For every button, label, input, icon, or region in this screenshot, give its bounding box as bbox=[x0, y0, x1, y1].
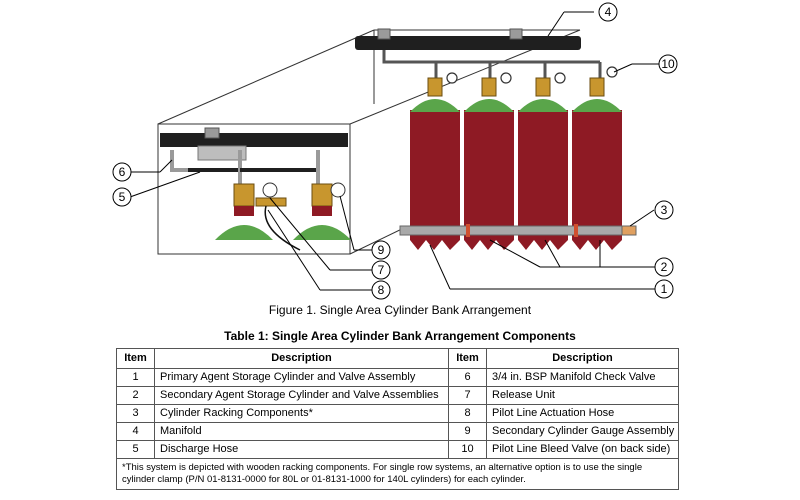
table-row: 2 Secondary Agent Storage Cylinder and V… bbox=[116, 386, 679, 405]
item-number: 7 bbox=[448, 386, 487, 405]
table-row: 4 Manifold 9 Secondary Cylinder Gauge As… bbox=[116, 422, 679, 441]
svg-text:7: 7 bbox=[378, 263, 385, 277]
gauges bbox=[446, 66, 618, 84]
header-item: Item bbox=[448, 348, 487, 369]
item-number: 4 bbox=[116, 422, 155, 441]
header-description: Description bbox=[154, 348, 449, 369]
item-description: Discharge Hose bbox=[154, 440, 449, 459]
table-header-row: Item Description Item Description bbox=[116, 348, 679, 369]
cylinder-2 bbox=[464, 77, 514, 250]
item-number: 2 bbox=[116, 386, 155, 405]
table-row: 5 Discharge Hose 10 Pilot Line Bleed Val… bbox=[116, 440, 679, 459]
item-number: 5 bbox=[116, 440, 155, 459]
cylinder-4 bbox=[572, 77, 622, 250]
svg-text:5: 5 bbox=[119, 190, 126, 204]
table-footnote: *This system is depicted with wooden rac… bbox=[116, 458, 679, 490]
callout-7: 7 bbox=[371, 260, 391, 280]
leader-lines bbox=[129, 11, 660, 291]
item-number: 1 bbox=[116, 368, 155, 387]
item-number: 9 bbox=[448, 422, 487, 441]
svg-text:1: 1 bbox=[661, 282, 668, 296]
components-table: Item Description Item Description 1 Prim… bbox=[116, 348, 679, 490]
item-description: Primary Agent Storage Cylinder and Valve… bbox=[154, 368, 449, 387]
table-footnote-row: *This system is depicted with wooden rac… bbox=[116, 458, 679, 490]
item-description: Manifold bbox=[154, 422, 449, 441]
table-row: 3 Cylinder Racking Components* 8 Pilot L… bbox=[116, 404, 679, 423]
inset-manifold bbox=[160, 127, 348, 161]
item-description: 3/4 in. BSP Manifold Check Valve bbox=[486, 368, 679, 387]
svg-text:8: 8 bbox=[378, 283, 385, 297]
item-description: Secondary Agent Storage Cylinder and Val… bbox=[154, 386, 449, 405]
item-description: Secondary Cylinder Gauge Assembly bbox=[486, 422, 679, 441]
discharge-hoses bbox=[382, 50, 602, 78]
svg-text:9: 9 bbox=[378, 243, 385, 257]
callout-8: 8 bbox=[371, 280, 391, 300]
cylinder-3 bbox=[518, 77, 568, 250]
item-number: 10 bbox=[448, 440, 487, 459]
header-description: Description bbox=[486, 348, 679, 369]
callout-5: 5 bbox=[112, 187, 132, 207]
svg-text:10: 10 bbox=[661, 57, 675, 71]
item-description: Pilot Line Actuation Hose bbox=[486, 404, 679, 423]
item-description: Cylinder Racking Components* bbox=[154, 404, 449, 423]
inset-valves bbox=[233, 182, 346, 207]
svg-text:4: 4 bbox=[605, 5, 612, 19]
svg-text:3: 3 bbox=[661, 203, 668, 217]
item-description: Release Unit bbox=[486, 386, 679, 405]
callout-6: 6 bbox=[112, 162, 132, 182]
inset-cylinder-tops bbox=[215, 205, 351, 251]
inset-hoses bbox=[170, 150, 320, 185]
callout-4: 4 bbox=[598, 2, 618, 22]
table-row: 1 Primary Agent Storage Cylinder and Val… bbox=[116, 368, 679, 387]
svg-text:6: 6 bbox=[119, 165, 126, 179]
item-number: 6 bbox=[448, 368, 487, 387]
cylinder-rack bbox=[399, 224, 637, 237]
callout-10: 10 bbox=[658, 54, 678, 74]
svg-text:2: 2 bbox=[661, 260, 668, 274]
header-item: Item bbox=[116, 348, 155, 369]
callout-2: 2 bbox=[654, 257, 674, 277]
figure-caption: Figure 1. Single Area Cylinder Bank Arra… bbox=[268, 303, 532, 317]
cylinder-1 bbox=[410, 77, 460, 250]
item-number: 8 bbox=[448, 404, 487, 423]
callout-1: 1 bbox=[654, 279, 674, 299]
table-title: Table 1: Single Area Cylinder Bank Arran… bbox=[224, 329, 576, 343]
callout-9: 9 bbox=[371, 240, 391, 260]
item-number: 3 bbox=[116, 404, 155, 423]
manifold bbox=[355, 28, 581, 50]
cylinder-bank-figure: 4 10 3 2 1 6 5 9 7 8 bbox=[112, 2, 678, 300]
item-description: Pilot Line Bleed Valve (on back side) bbox=[486, 440, 679, 459]
callout-3: 3 bbox=[654, 200, 674, 220]
